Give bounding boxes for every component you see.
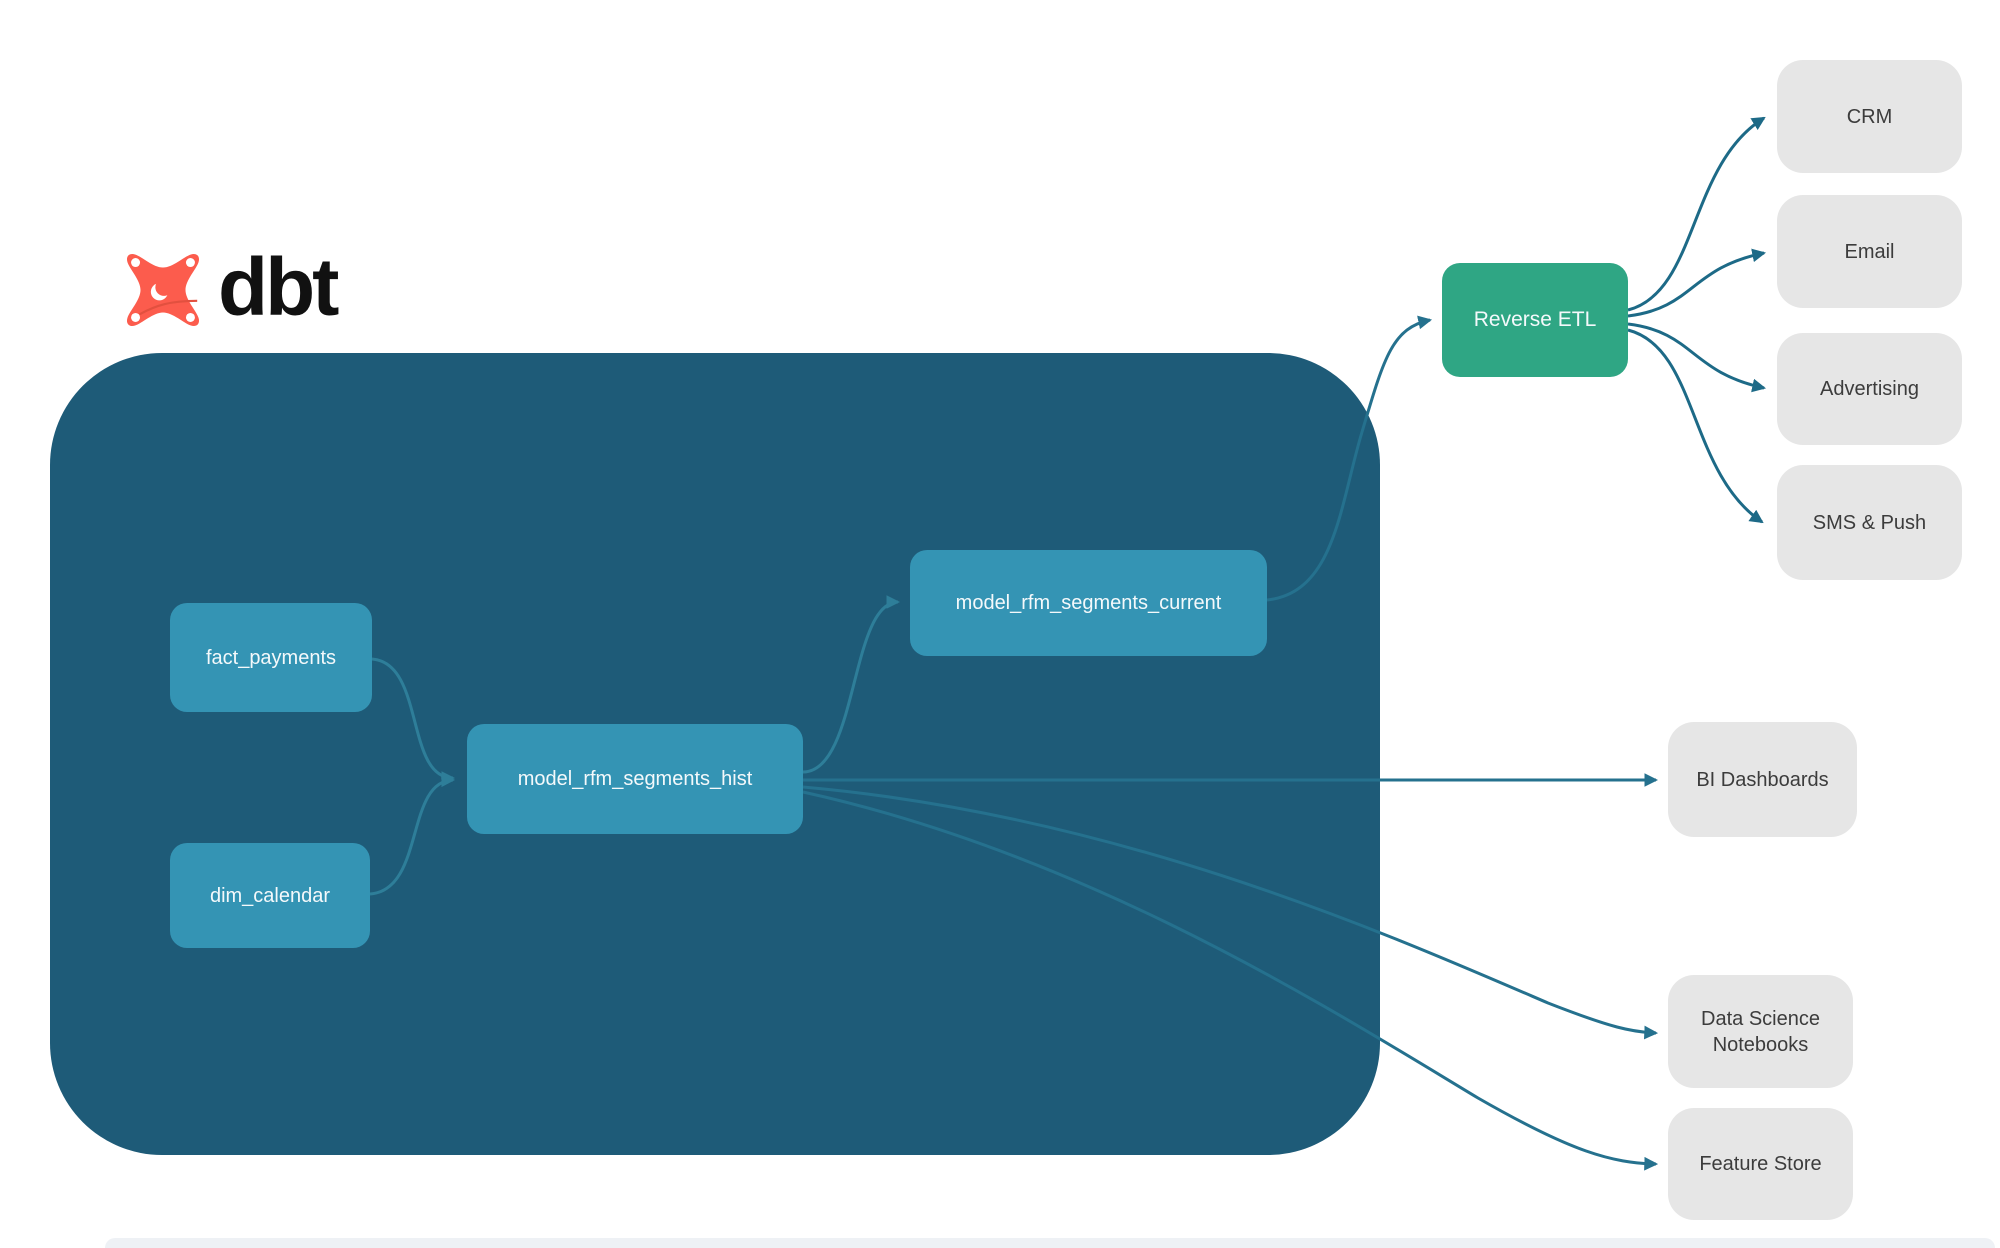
node-email-label: Email <box>1844 240 1895 263</box>
edge-model-rfm-segments-hist-to-feature-store <box>802 790 1659 1171</box>
node-fact-payments-label: fact_payments <box>205 646 337 669</box>
node-model-rfm-segments-current: model_rfm_segments_current <box>910 550 1267 656</box>
node-data-science-notebooks: Data Science Notebooks <box>1668 975 1853 1088</box>
edge-model-rfm-segments-hist-to-data-science-notebooks <box>802 785 1659 1040</box>
node-model-rfm-segments-hist: model_rfm_segments_hist <box>467 724 803 834</box>
node-feature-store: Feature Store <box>1668 1108 1853 1220</box>
node-advertising: Advertising <box>1777 333 1962 445</box>
node-data-science-notebooks-label: Data Science Notebooks <box>1701 1007 1820 1056</box>
node-dim-calendar: dim_calendar <box>170 843 370 948</box>
bottom-partial-panel <box>105 1238 1995 1248</box>
edge-reverse-etl-to-advertising <box>1627 322 1767 393</box>
dbt-logo-icon <box>126 253 200 327</box>
node-reverse-etl-label: Reverse ETL <box>1473 308 1597 332</box>
edge-dim-calendar-to-model-rfm-segments-hist <box>369 773 456 896</box>
node-dim-calendar-label: dim_calendar <box>209 884 331 907</box>
edge-model-rfm-segments-hist-to-model-rfm-segments-current <box>802 595 901 774</box>
node-sms-push: SMS & Push <box>1777 465 1962 580</box>
node-model-rfm-segments-hist-label: model_rfm_segments_hist <box>517 768 753 790</box>
node-reverse-etl: Reverse ETL <box>1442 263 1628 377</box>
node-model-rfm-segments-current-label: model_rfm_segments_current <box>955 592 1222 614</box>
node-crm: CRM <box>1777 60 1962 173</box>
node-feature-store-label: Feature Store <box>1699 1153 1822 1175</box>
node-bi-dashboards: BI Dashboards <box>1668 722 1857 837</box>
node-crm-label: CRM <box>1846 105 1893 128</box>
node-fact-payments: fact_payments <box>170 603 372 712</box>
edge-fact-payments-to-model-rfm-segments-hist <box>371 657 456 785</box>
node-bi-dashboards-label: BI Dashboards <box>1696 768 1829 791</box>
node-email: Email <box>1777 195 1962 308</box>
node-sms-push-label: SMS & Push <box>1812 511 1927 534</box>
dbt-logo: dbt <box>118 242 339 335</box>
node-advertising-label: Advertising <box>1820 378 1919 400</box>
edge-reverse-etl-to-sms-push <box>1627 328 1764 524</box>
edge-reverse-etl-to-crm <box>1627 116 1766 312</box>
dbt-logo-text: dbt <box>218 242 339 333</box>
edge-model-rfm-segments-current-to-reverse-etl <box>1266 315 1433 602</box>
edge-reverse-etl-to-email <box>1627 248 1767 318</box>
